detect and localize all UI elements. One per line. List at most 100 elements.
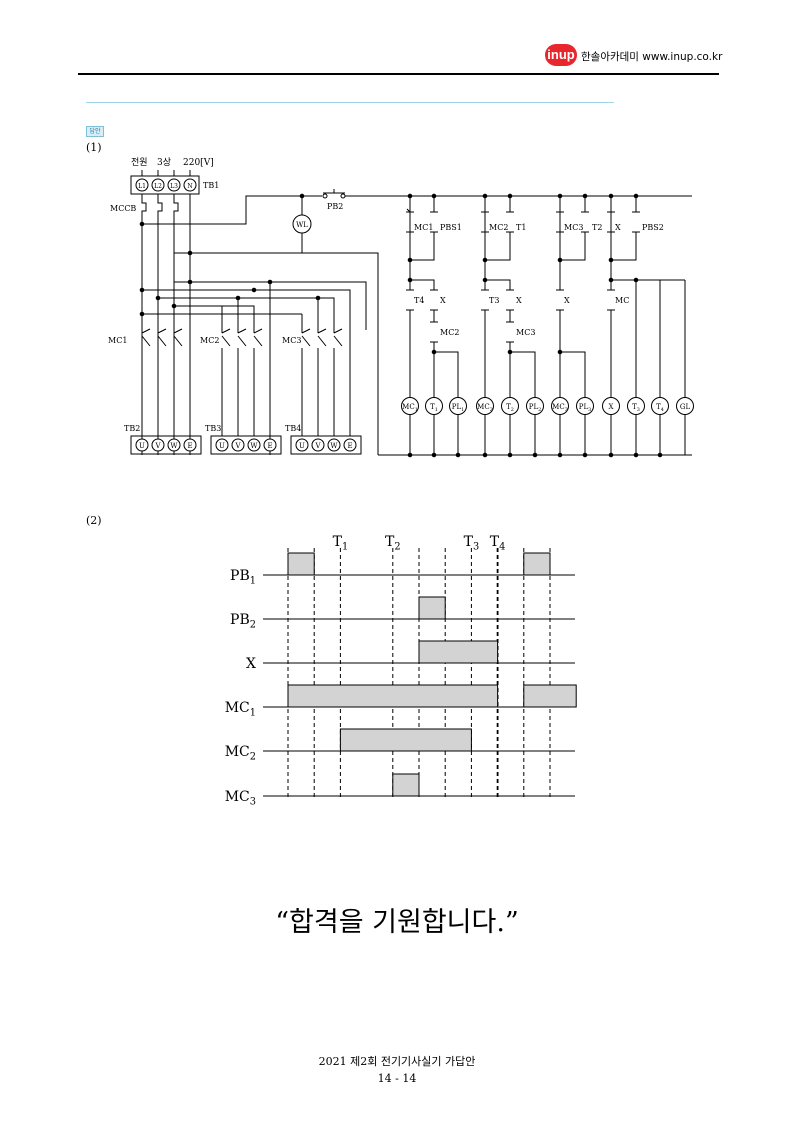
pulse-x — [418, 640, 499, 664]
timing-markers: T1 T2 T3 T4 — [333, 534, 506, 553]
pulse-pb2 — [418, 596, 446, 620]
load-mc1 — [401, 397, 419, 415]
mccb-label: MCCB — [110, 204, 136, 213]
terminal-letter: E — [187, 442, 192, 450]
load-label-pl3: PL3 — [579, 403, 591, 413]
load-mc2 — [476, 397, 494, 415]
signal-label-pb2: PB2 — [230, 612, 256, 631]
load-label-t2: T2 — [506, 403, 514, 413]
load-pl1 — [449, 397, 467, 415]
terminal-letter: V — [234, 442, 241, 450]
tb4-box — [290, 435, 362, 455]
rung2-t1: T1 — [516, 223, 526, 232]
tb3-label: TB3 — [205, 424, 221, 433]
terminal-w-2 — [167, 438, 181, 452]
terminal-letter: U — [299, 442, 305, 450]
mc2-main-label: MC2 — [200, 336, 219, 345]
load-label-mc3: MC3 — [552, 403, 568, 413]
junction-dots — [139, 279, 321, 317]
answer-badge: 답안 — [86, 126, 104, 137]
footer-page-number: 14 - 14 — [377, 1072, 417, 1085]
load-gl — [676, 397, 694, 415]
terminal-letter: W — [170, 442, 178, 450]
slogan: “합격을 기원합니다.” — [275, 907, 519, 938]
load-x — [602, 397, 620, 415]
marker-t2: T2 — [385, 534, 401, 553]
footer-title: 2021 제2회 전기기사실기 가답안 — [318, 1055, 476, 1068]
part1-label: (1) — [86, 141, 102, 154]
terminal-v-2 — [151, 438, 165, 452]
pulse-mc3 — [392, 773, 420, 797]
tb1-terminals: L1 L2 L3 N — [135, 178, 197, 192]
terminal-letter: W — [330, 442, 338, 450]
load-t2 — [501, 397, 519, 415]
mc1-main-label: MC1 — [108, 336, 127, 345]
signal-label-mc2: MC2 — [225, 744, 256, 763]
supply-label-voltage: 220[V] — [183, 158, 214, 168]
tb1-box — [130, 175, 200, 195]
pulse-pb1 — [523, 552, 551, 576]
pulse-mc2 — [339, 728, 472, 752]
tb4-label: TB4 — [285, 424, 301, 433]
signal-label-x: X — [246, 656, 256, 672]
load-label-mc1: MC1 — [402, 403, 418, 413]
signal-label-pb1: PB1 — [230, 568, 256, 587]
load-label-t3: T3 — [632, 403, 640, 413]
mc3-main-label: MC3 — [282, 336, 301, 345]
supply-label-source: 전원 — [131, 157, 148, 168]
terminal-letter: U — [139, 442, 145, 450]
header-site-text: 한솔아카데미 www.inup.co.kr — [581, 51, 723, 63]
terminal-u-4 — [295, 438, 309, 452]
load-mc3 — [551, 397, 569, 415]
terminal-letter: E — [267, 442, 272, 450]
mid-t4: T4 — [414, 296, 424, 305]
terminal-letter: V — [314, 442, 321, 450]
marker-t1: T1 — [333, 534, 349, 553]
load-t4 — [651, 397, 669, 415]
load-pl2 — [526, 397, 544, 415]
header-rule — [78, 73, 719, 75]
lower-mc2: MC2 — [440, 328, 459, 337]
inup-logo: inup — [545, 44, 577, 66]
signal-label-mc1: MC1 — [225, 700, 256, 719]
load-label-mc2: MC2 — [477, 403, 493, 413]
terminal-letter: E — [347, 442, 352, 450]
terminal-l1: L1 — [138, 183, 146, 190]
load-label-pl1: PL1 — [452, 403, 464, 413]
main-contacts — [141, 328, 343, 351]
terminal-w-3 — [247, 438, 261, 452]
marker-t3: T3 — [464, 534, 480, 553]
pulse-pb1 — [287, 552, 315, 576]
lower-mc3: MC3 — [516, 328, 535, 337]
mid-x2: X — [516, 296, 522, 305]
pb2-label: PB2 — [327, 202, 343, 211]
terminal-w-4 — [327, 438, 341, 452]
rung4-pbs2: PBS2 — [642, 223, 664, 232]
pb2-switch — [322, 189, 346, 199]
tb2-box — [130, 435, 202, 455]
mid-t3: T3 — [489, 296, 499, 305]
terminal-l3: L3 — [170, 183, 178, 190]
rung3-t2: T2 — [592, 223, 602, 232]
rung2-mc2-contact: MC2 — [489, 223, 508, 232]
pulse-mc1 — [523, 684, 577, 708]
terminal-v-4 — [311, 438, 325, 452]
terminal-e-3 — [263, 438, 277, 452]
terminal-u-2 — [135, 438, 149, 452]
supply-label-phase: 3상 — [157, 157, 171, 168]
rung3-mc3-contact: MC3 — [564, 223, 583, 232]
marker-t4: T4 — [490, 534, 506, 553]
mid-mc: MC — [615, 296, 629, 305]
terminal-e-4 — [343, 438, 357, 452]
section-rule — [86, 102, 614, 103]
terminal-letter: W — [250, 442, 258, 450]
terminal-v-3 — [231, 438, 245, 452]
terminal-letter: V — [154, 442, 161, 450]
terminal-letter: U — [219, 442, 225, 450]
load-label-gl: GL — [680, 403, 691, 411]
part2-label: (2) — [86, 514, 102, 527]
